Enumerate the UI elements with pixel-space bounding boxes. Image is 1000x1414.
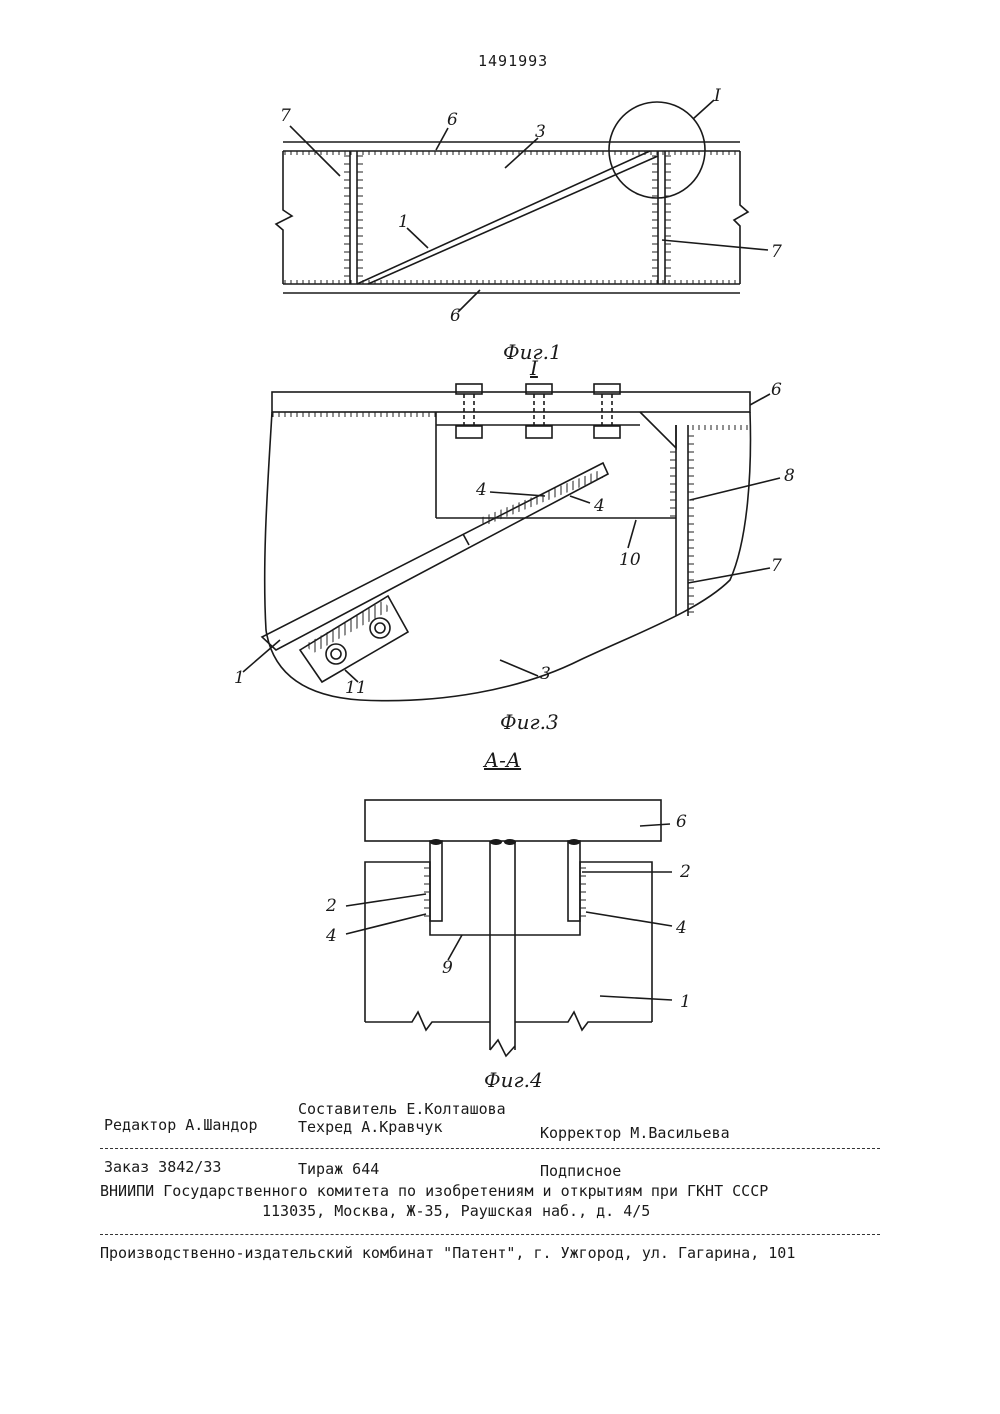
fig3-label-11: 11 bbox=[345, 678, 367, 698]
fig3-title: I bbox=[530, 356, 538, 380]
fig4-title: А-А bbox=[484, 748, 522, 772]
fig1-label-7-right: 7 bbox=[771, 242, 782, 262]
fig1-callout-label: I bbox=[714, 86, 721, 106]
figure-4 bbox=[345, 799, 673, 1058]
footer-divider-2 bbox=[100, 1234, 880, 1235]
figure-1-welds bbox=[283, 151, 740, 284]
circulation-line: Тираж 644 bbox=[298, 1160, 380, 1178]
fig1-caption: Фиг.1 bbox=[503, 340, 562, 364]
figure-3 bbox=[242, 383, 781, 702]
fig3-label-10: 10 bbox=[619, 550, 641, 570]
fig4-caption: Фиг.4 bbox=[484, 1068, 543, 1092]
institute-line: ВНИИПИ Государственного комитета по изоб… bbox=[100, 1182, 769, 1200]
figure-3-welds bbox=[272, 412, 750, 654]
fig3-label-1: 1 bbox=[234, 668, 245, 688]
fig3-label-8: 8 bbox=[784, 466, 795, 486]
compiler-line: Составитель Е.Колташова bbox=[298, 1100, 506, 1118]
patent-number: 1491993 bbox=[478, 52, 549, 70]
fig4-label-4-right: 4 bbox=[676, 918, 687, 938]
figure-4-welds bbox=[424, 839, 586, 920]
fig3-label-4b: 4 bbox=[594, 496, 605, 516]
corrector-line: Корректор М.Васильева bbox=[540, 1124, 730, 1142]
footer-divider-1 bbox=[100, 1148, 880, 1149]
fig3-label-6: 6 bbox=[771, 380, 782, 400]
fig4-label-2-left: 2 bbox=[326, 896, 337, 916]
order-line: Заказ 3842/33 bbox=[104, 1158, 222, 1176]
fig4-label-2-right: 2 bbox=[680, 862, 691, 882]
fig4-label-4-left: 4 bbox=[326, 926, 337, 946]
fig1-label-6-bottom: 6 bbox=[450, 306, 461, 326]
fig4-label-1: 1 bbox=[680, 992, 691, 1012]
fig3-caption: Фиг.3 bbox=[500, 710, 559, 734]
fig3-label-3: 3 bbox=[540, 664, 551, 684]
fig1-label-7-left: 7 bbox=[280, 106, 291, 126]
address-line: 113035, Москва, Ж-35, Раушская наб., д. … bbox=[262, 1202, 651, 1220]
editor-line: Редактор А.Шандор bbox=[104, 1116, 258, 1134]
printer-line: Производственно-издательский комбинат "П… bbox=[100, 1244, 796, 1262]
fig4-label-6: 6 bbox=[676, 812, 687, 832]
fig3-label-7: 7 bbox=[771, 556, 782, 576]
fig1-label-3: 3 bbox=[535, 122, 546, 142]
subscription-line: Подписное bbox=[540, 1162, 622, 1180]
fig1-label-6-top: 6 bbox=[447, 110, 458, 130]
fig4-label-9: 9 bbox=[442, 958, 453, 978]
fig1-label-1: 1 bbox=[398, 212, 409, 232]
fig3-label-4a: 4 bbox=[476, 480, 487, 500]
techred-line: Техред А.Кравчук bbox=[298, 1118, 443, 1136]
